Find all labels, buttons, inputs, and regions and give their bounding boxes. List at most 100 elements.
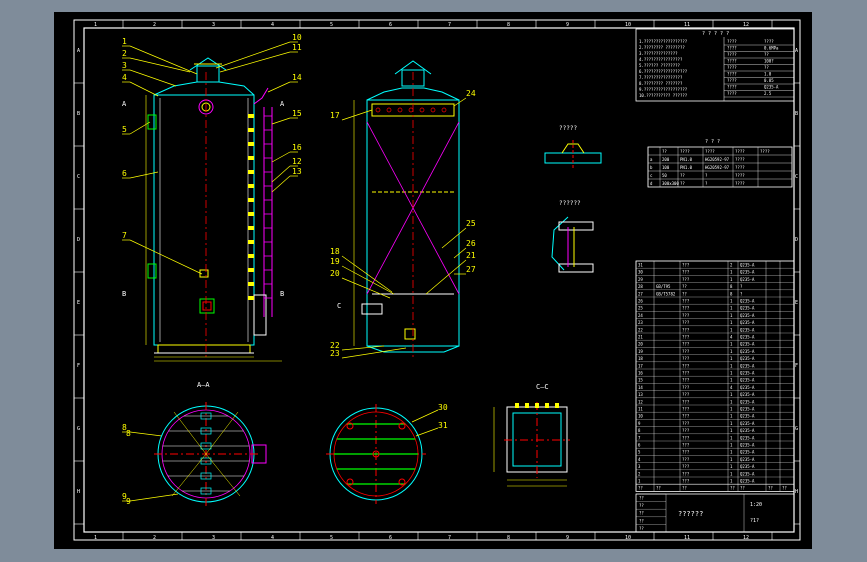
parts-cell: 1: [730, 270, 733, 275]
ladder-rungs: [248, 114, 272, 300]
callout-leader: [129, 171, 159, 179]
callout-leader: [441, 227, 467, 249]
parts-cell: ???: [682, 277, 690, 282]
parts-cell: 1: [730, 407, 733, 412]
plan-aa-bolt: [200, 487, 212, 495]
parts-cell: Q235-A: [740, 263, 755, 268]
ladder-clip: [248, 198, 254, 202]
callout-number: 27: [466, 265, 476, 274]
notes-line: 9.??????????????????: [639, 87, 688, 92]
border-number-top: 2: [153, 22, 156, 28]
plan-aa-bolt: [200, 457, 212, 465]
parts-cell: 7: [638, 435, 641, 440]
nozzle-cell: ??: [680, 173, 685, 178]
parts-cell: ???: [682, 342, 690, 347]
callout-number: 16: [292, 143, 302, 152]
view-cc-bolt: [525, 403, 529, 408]
parts-header-cell: ??: [740, 486, 745, 491]
callout-leader: [271, 175, 291, 193]
plan-aa-grid: 89: [126, 411, 250, 506]
border-number-bottom: 4: [271, 535, 274, 541]
ladder-clip: [248, 142, 254, 146]
parts-cell: Q235-A: [740, 335, 755, 340]
parts-cell: 23: [638, 320, 643, 325]
ladder-clip: [248, 156, 254, 160]
plan-aa-bolt: [200, 412, 212, 420]
spec-value: 0.85: [764, 78, 774, 83]
parts-cell: 8: [730, 284, 733, 289]
parts-cell: 22: [638, 327, 643, 332]
parts-cell: Q235-A: [740, 450, 755, 455]
view-cc-bolt: [535, 403, 539, 408]
ladder-base: [253, 294, 267, 336]
plan-bb-hole: [398, 478, 406, 486]
parts-cell: 1: [730, 277, 733, 282]
section-bottom: [366, 345, 460, 353]
parts-cell: ???: [682, 299, 690, 304]
parts-cell: ???: [682, 399, 690, 404]
border-number-top: 8: [507, 22, 510, 28]
parts-cell: Q235-A: [740, 378, 755, 383]
parts-cell: Q235-A: [740, 407, 755, 412]
spec-value: ??: [764, 65, 769, 70]
ladder-clip: [248, 226, 254, 230]
parts-cell: 27: [638, 291, 643, 296]
parts-cell: 12: [638, 399, 643, 404]
parts-cell: 1: [730, 349, 733, 354]
spec-value: 1.0: [764, 72, 772, 77]
ladder-clip: [248, 128, 254, 132]
nozzle-cell: ?: [705, 181, 708, 186]
callout-number: 4: [122, 73, 127, 82]
callout-leader: [129, 493, 179, 502]
plan-aa-spoke: [171, 453, 207, 497]
plan-aa-spoke: [205, 411, 239, 455]
parts-cell: Q235-A: [740, 464, 755, 469]
section-vent-roof: [394, 60, 432, 75]
callout-number: 9: [122, 492, 127, 501]
callout-number: 1: [122, 37, 127, 46]
front-shell: [153, 94, 255, 346]
ladder-clip: [248, 184, 254, 188]
parts-cell: 1: [730, 356, 733, 361]
notes-line: 8.???????? ???????: [639, 81, 683, 86]
nozzle-cell: ????: [735, 181, 745, 186]
spec-key: ????: [727, 52, 737, 57]
parts-cell: ???: [682, 385, 690, 390]
distributor-hole: [408, 107, 414, 113]
plan-callout: 8: [126, 429, 131, 438]
parts-cell: 30: [638, 270, 643, 275]
parts-cell: Q235-A: [740, 356, 755, 361]
plan-bb-hole: [346, 422, 354, 430]
callout-leader: [341, 345, 385, 351]
left-nozzle-bottom: [147, 263, 157, 279]
parts-cell: Q235-A: [740, 385, 755, 390]
border-number-bottom: 6: [389, 535, 392, 541]
border-letter-left: H: [77, 489, 80, 495]
nozzle-header: ????: [735, 149, 745, 154]
parts-cell: 18: [638, 356, 643, 361]
parts-cell: 19: [638, 349, 643, 354]
parts-cell: Q235-A: [740, 306, 755, 311]
parts-cell: 1: [730, 471, 733, 476]
parts-cell: ???: [682, 327, 690, 332]
ladder-clip: [248, 254, 254, 258]
drawing-name: ??????: [678, 510, 703, 518]
title-row-label: ??: [639, 511, 644, 516]
callout-number: 14: [292, 73, 302, 82]
parts-cell: 1: [730, 392, 733, 397]
view-cc-bolt: [555, 403, 559, 408]
level-nozzle: [199, 269, 209, 278]
nozzle-cell: PN1.0: [680, 157, 693, 162]
parts-cell: Q235-A: [740, 342, 755, 347]
plan-aa-bolt: [200, 442, 212, 450]
border-letter-right: H: [795, 489, 798, 495]
ladder-clip: [248, 170, 254, 174]
callout-number: 10: [292, 33, 302, 42]
parts-cell: 29: [638, 277, 643, 282]
callout-leader: [453, 247, 467, 259]
callout-leader: [267, 81, 291, 93]
